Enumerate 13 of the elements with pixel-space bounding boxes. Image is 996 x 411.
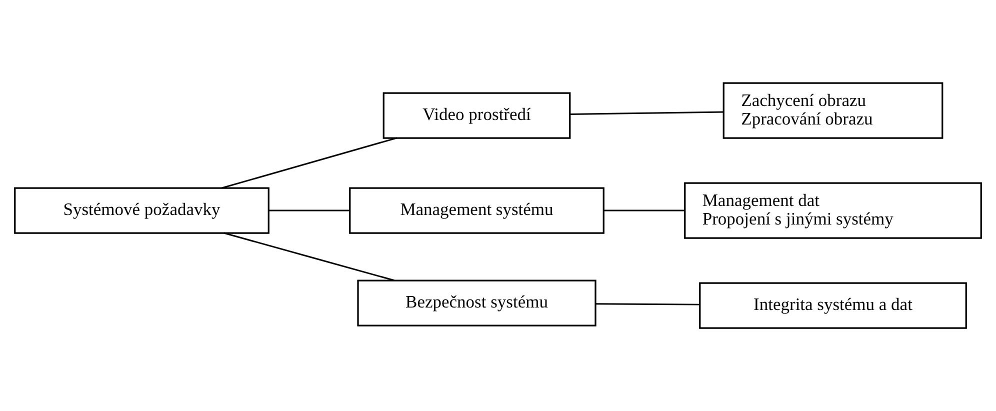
- node-box: Bezpečnost systému: [357, 280, 596, 326]
- connector: [596, 303, 700, 306]
- node-box: Video prostředí: [382, 92, 571, 139]
- node-box: Systémové požadavky: [14, 187, 270, 234]
- connector: [224, 232, 394, 282]
- connector: [268, 210, 350, 212]
- connector: [570, 111, 724, 115]
- node-box: Management dat Propojení s jinými systémy: [684, 182, 982, 239]
- node-box: Management systému: [349, 187, 604, 234]
- node-box: Integrita systému a dat: [699, 282, 967, 329]
- connector: [604, 210, 685, 212]
- connector: [222, 137, 397, 189]
- node-box: Zachycení obrazu Zpracování obrazu: [722, 82, 944, 139]
